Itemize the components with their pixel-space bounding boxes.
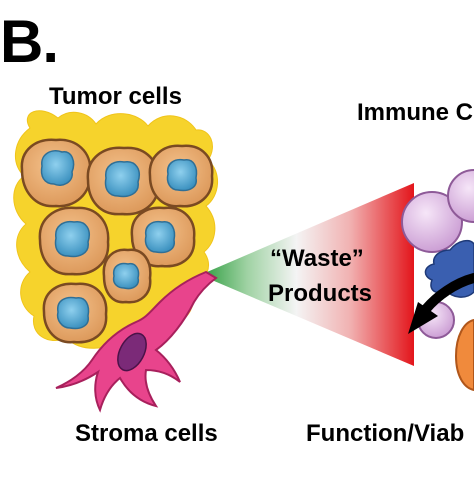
waste-products-label-line2: Products xyxy=(268,280,373,307)
waste-products-label-line1: “Waste” xyxy=(270,245,364,272)
panel-letter: B. xyxy=(0,8,59,75)
tumor-cell xyxy=(20,138,92,208)
arrow-head xyxy=(408,302,438,334)
tumor-cell xyxy=(86,146,160,216)
immune-cell xyxy=(447,169,474,223)
stroma-nucleus xyxy=(117,332,147,372)
tumor-cell xyxy=(102,248,152,304)
immune-cell-orange xyxy=(454,318,474,392)
immune-cells-label: Immune C xyxy=(357,99,474,126)
waste-gradient-wedge xyxy=(200,183,414,366)
tumor-cells-label: Tumor cells xyxy=(49,83,182,110)
immune-cell xyxy=(401,191,463,253)
curved-arrow xyxy=(421,273,474,314)
tumor-cell xyxy=(130,206,196,268)
tumor-cell-cluster xyxy=(20,138,214,344)
stroma-cells-label: Stroma cells xyxy=(75,420,218,447)
function-viability-label: Function/Viab xyxy=(306,420,465,447)
tumor-cell xyxy=(38,206,110,276)
tumor-cell xyxy=(148,144,214,208)
tumor-cell xyxy=(42,282,108,344)
